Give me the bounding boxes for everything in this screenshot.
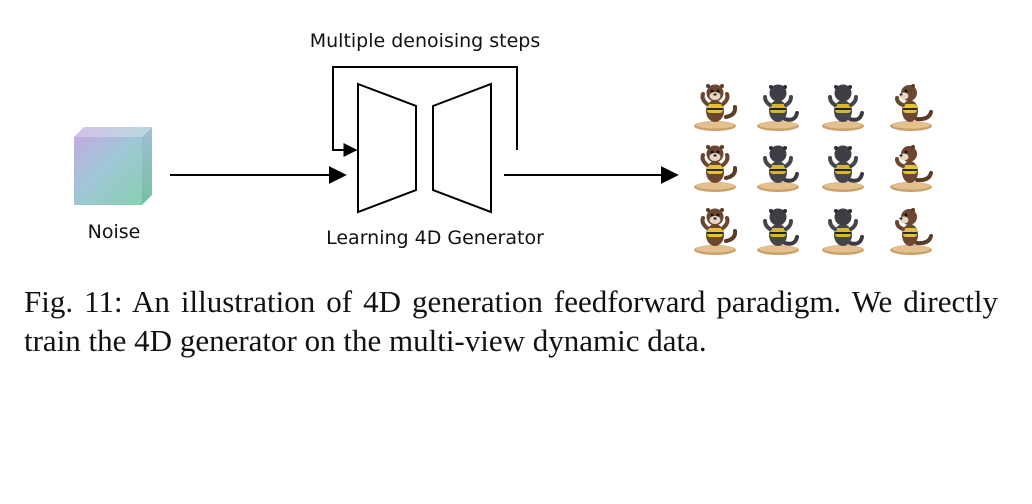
- generator-label: Learning 4D Generator: [326, 227, 544, 249]
- frame-r3-c1: [692, 206, 738, 257]
- frame-r3-c3: [820, 206, 866, 257]
- frame-r1-c4: [888, 82, 934, 133]
- figure-caption: Fig. 11: An illustration of 4D generatio…: [24, 284, 998, 358]
- feedforward-paradigm-diagram: Noise Multiple denoising steps Learning …: [74, 30, 934, 257]
- frame-r1-c2: [755, 82, 801, 133]
- frame-r3-c2: [755, 206, 801, 257]
- frame-r2-c3: [820, 143, 866, 194]
- frame-r2-c4: [888, 143, 934, 194]
- generator-encoder: [357, 82, 417, 214]
- frame-r1-c3: [820, 82, 866, 133]
- output-frames-grid: [692, 82, 934, 257]
- generator-decoder: [432, 82, 492, 214]
- frame-r2-c2: [755, 143, 801, 194]
- noise-cube: [74, 127, 152, 205]
- loop-label: Multiple denoising steps: [310, 30, 541, 52]
- frame-r3-c4: [888, 206, 934, 257]
- frame-r1-c1: [692, 82, 738, 133]
- frame-r2-c1: [692, 143, 738, 194]
- denoising-loop-arrow: [332, 66, 518, 157]
- noise-label: Noise: [88, 221, 141, 243]
